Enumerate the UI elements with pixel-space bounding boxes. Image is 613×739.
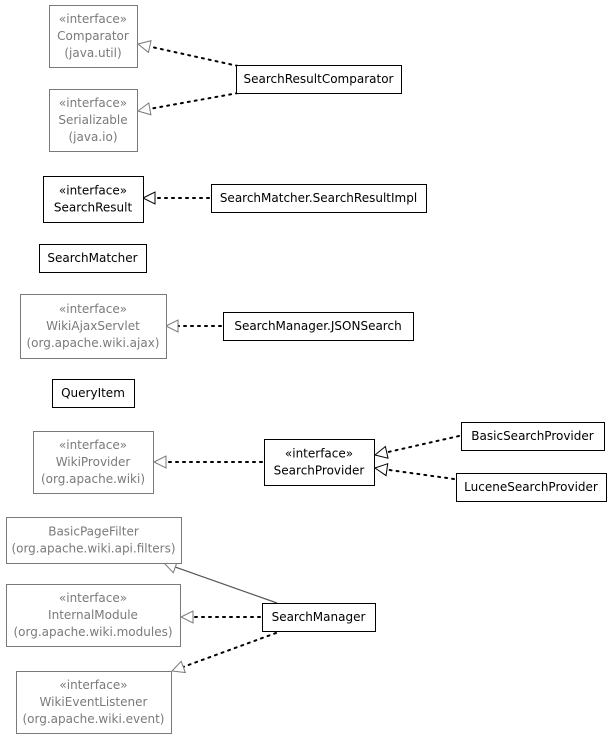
class-box-label: WikiProvider	[56, 455, 131, 469]
class-box-frame	[223, 312, 414, 341]
class-box-search-result: «interface» SearchResult	[43, 176, 144, 223]
realization-line	[148, 45, 239, 67]
class-box-frame	[236, 65, 402, 94]
class-box-search-matcher: SearchMatcher	[39, 244, 147, 273]
class-box-frame	[211, 184, 427, 213]
realization-line	[385, 468, 455, 480]
class-box-internal-module: «interface» InternalModule (org.apache.wik…	[6, 584, 181, 647]
hollow-triangle-arrowhead	[136, 102, 152, 116]
stereotype-label: «interface»	[59, 678, 127, 692]
class-box-basic-page-filter: BasicPageFilter (org.apache.wiki.api.filt…	[6, 517, 182, 564]
class-box-label: SearchMatcher.SearchResultImpl	[220, 191, 417, 205]
realization-line	[182, 632, 277, 668]
class-box-label: WikiEventListener	[40, 695, 148, 709]
class-box-label: (java.util)	[64, 46, 121, 60]
edge-lucene-search-provider-to-search-provider	[373, 462, 455, 480]
edge-search-manager-to-wiki-event-listener	[170, 632, 277, 674]
class-box-search-manager: SearchManager	[262, 603, 376, 632]
edge-search-result-comparator-to-serializable	[136, 92, 239, 116]
hollow-triangle-arrowhead	[164, 319, 179, 333]
class-box-frame	[456, 473, 607, 502]
hollow-triangle-arrowhead	[170, 660, 187, 674]
class-box-label: LuceneSearchProvider	[464, 480, 598, 494]
class-box-comparator: «interface» Comparator (java.util)	[49, 5, 138, 68]
class-box-label: WikiAjaxServlet	[46, 319, 140, 333]
class-box-label: BasicPageFilter	[48, 525, 139, 539]
edge-layer	[136, 40, 460, 674]
class-box-label: (org.apache.wiki.ajax)	[27, 336, 160, 350]
stereotype-label: «interface»	[59, 184, 127, 198]
class-box-label: QueryItem	[61, 386, 125, 400]
hollow-triangle-arrowhead	[152, 455, 167, 469]
class-box-wiki-provider: «interface» WikiProvider (org.apache.wiki)	[33, 431, 154, 494]
class-box-frame	[264, 439, 375, 486]
class-box-frame	[43, 176, 144, 223]
generalization-line	[175, 566, 278, 604]
realization-line	[385, 435, 460, 454]
class-box-label: (org.apache.wiki.api.filters)	[11, 542, 175, 556]
stereotype-label: «interface»	[59, 12, 127, 26]
edge-search-result-impl-to-search-result	[141, 191, 210, 205]
hollow-triangle-arrowhead	[141, 191, 156, 205]
class-box-label: (org.apache.wiki)	[41, 472, 145, 486]
class-box-label: SearchResult	[54, 201, 133, 215]
class-box-label: (java.io)	[69, 130, 118, 144]
class-box-basic-search-provider: BasicSearchProvider	[461, 422, 605, 451]
edge-search-result-comparator-to-comparator	[136, 40, 239, 67]
class-box-search-result-impl: SearchMatcher.SearchResultImpl	[211, 184, 427, 213]
class-box-label: BasicSearchProvider	[471, 429, 593, 443]
class-box-frame	[39, 244, 147, 273]
class-box-label: SearchProvider	[274, 464, 365, 478]
class-box-serializable: «interface» Serializable (java.io)	[49, 89, 138, 152]
stereotype-label: «interface»	[285, 447, 353, 461]
class-box-frame	[49, 89, 138, 152]
class-box-label: (org.apache.wiki.modules)	[13, 625, 172, 639]
class-box-json-search: SearchManager.JSONSearch	[223, 312, 414, 341]
edge-search-provider-to-wiki-provider	[152, 455, 263, 469]
class-box-frame	[6, 517, 182, 564]
edge-json-search-to-wiki-ajax-servlet	[164, 319, 222, 333]
stereotype-label: «interface»	[59, 96, 127, 110]
class-box-label: InternalModule	[48, 608, 138, 622]
stereotype-label: «interface»	[59, 302, 127, 316]
class-box-frame	[49, 5, 138, 68]
class-box-label: SearchManager	[272, 610, 366, 624]
class-box-frame	[6, 584, 181, 647]
class-box-frame	[461, 422, 605, 451]
class-box-label: Comparator	[57, 29, 129, 43]
class-box-wiki-ajax-servlet: «interface» WikiAjaxServlet (org.apache.wi…	[20, 294, 167, 359]
class-box-label: SearchResultComparator	[244, 72, 394, 86]
edge-search-manager-to-internal-module	[179, 610, 261, 624]
realization-line	[148, 92, 239, 110]
edge-basic-search-provider-to-search-provider	[373, 435, 460, 459]
hollow-triangle-arrowhead	[373, 462, 389, 477]
hollow-triangle-arrowhead	[179, 610, 194, 624]
class-box-frame	[262, 603, 376, 632]
class-box-frame	[33, 431, 154, 494]
hollow-triangle-arrowhead	[136, 40, 152, 54]
hollow-triangle-arrowhead	[373, 445, 389, 459]
stereotype-label: «interface»	[59, 591, 127, 605]
class-box-frame	[52, 379, 135, 408]
class-box-frame	[20, 294, 167, 359]
class-box-search-provider: «interface» SearchProvider	[264, 439, 375, 486]
class-box-label: (org.apache.wiki.event)	[22, 712, 164, 726]
node-layer: «interface» Comparator (java.util) SearchRe…	[6, 5, 607, 734]
class-box-label: Serializable	[58, 113, 127, 127]
class-box-wiki-event-listener: «interface» WikiEventListener (org.apache.…	[16, 671, 172, 734]
class-box-query-item: QueryItem	[52, 379, 135, 408]
class-box-frame	[16, 671, 172, 734]
stereotype-label: «interface»	[59, 438, 127, 452]
class-box-label: SearchMatcher	[47, 251, 137, 265]
class-box-lucene-search-provider: LuceneSearchProvider	[456, 473, 607, 502]
class-box-search-result-comparator: SearchResultComparator	[236, 65, 402, 94]
class-box-label: SearchManager.JSONSearch	[234, 319, 401, 333]
